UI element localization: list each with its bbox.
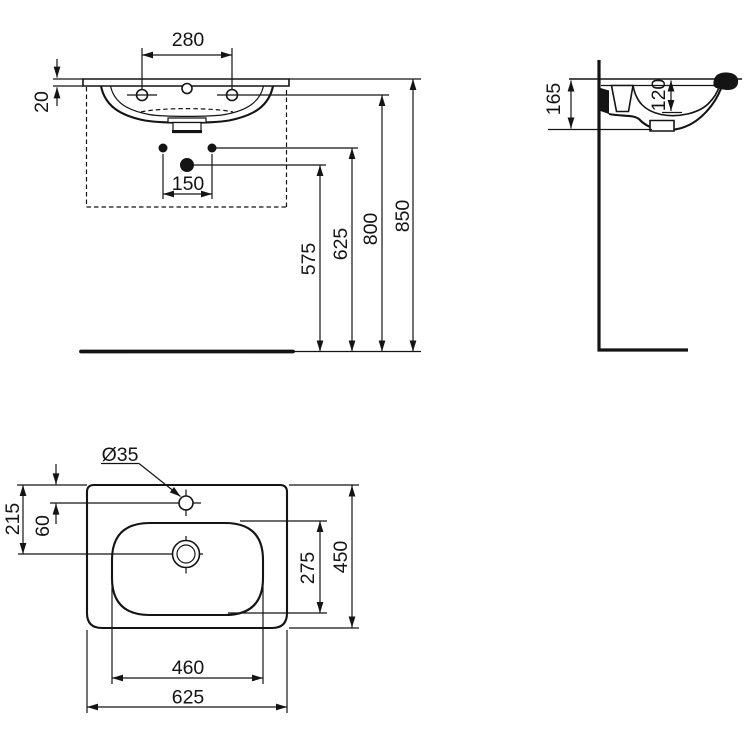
tap-hole-plan <box>178 495 194 511</box>
dim-label-280: 280 <box>172 29 205 51</box>
dim-label-120: 120 <box>648 79 670 112</box>
wall-and-floor-line <box>597 60 688 352</box>
plan-view: Ø35 215 60 450 275 460 625 <box>2 444 359 713</box>
basin-front-edge-section <box>713 72 739 91</box>
callout-leader-arrow <box>138 463 181 497</box>
tap-hole-front <box>181 82 193 95</box>
dim-label-625-height: 625 <box>330 228 352 261</box>
supply-connection-left <box>158 143 168 153</box>
dim-label-800: 800 <box>360 213 382 246</box>
front-view: 20 280 150 <box>31 29 421 354</box>
basin-rim-slab <box>82 78 290 87</box>
basin-rear-section <box>600 88 609 114</box>
dim-label-165: 165 <box>543 83 565 116</box>
bowl-outline-plan <box>110 521 265 617</box>
dim-label-215: 215 <box>2 503 24 536</box>
waste-outlet-section <box>649 119 675 132</box>
dim-label-60: 60 <box>32 515 54 537</box>
side-view: 120 165 <box>543 60 742 352</box>
furniture-hidden-outline <box>85 87 288 208</box>
dim-label-460: 460 <box>172 657 205 679</box>
dim-label-450: 450 <box>330 541 352 574</box>
tap-deck-section <box>610 84 634 113</box>
dim-label-150: 150 <box>172 173 205 195</box>
dim-label-575: 575 <box>298 243 320 276</box>
dim-label-dia35: Ø35 <box>102 444 139 466</box>
dim-label-275: 275 <box>297 552 319 585</box>
bowl-hidden-edge <box>140 108 234 113</box>
waste-trap-lip <box>167 117 207 124</box>
drain-inner-circle <box>176 544 196 564</box>
dim-label-20: 20 <box>31 91 53 113</box>
dim-label-625-width: 625 <box>172 687 205 709</box>
dim-label-850: 850 <box>392 200 414 233</box>
bowl-inner-profile <box>632 85 721 117</box>
bowl-inner-curve <box>109 85 265 117</box>
